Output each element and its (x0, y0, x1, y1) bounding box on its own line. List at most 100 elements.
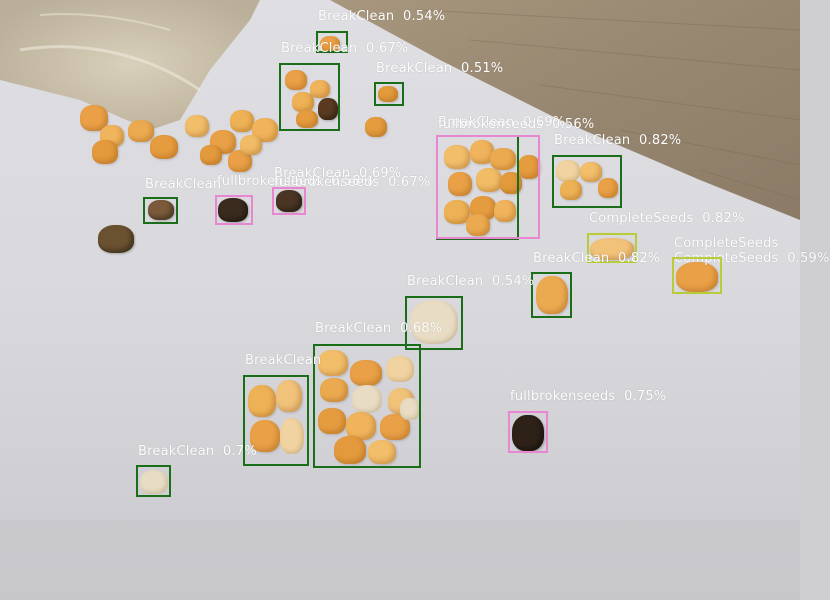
detection-label: CompleteSeeds (674, 237, 779, 250)
kernel (218, 198, 248, 222)
kernel (248, 385, 276, 417)
detection-score: 0.68% (391, 321, 443, 336)
detection-score: 0.59% (778, 251, 830, 266)
detection-box (272, 187, 306, 215)
kernel (310, 80, 330, 98)
detection-box (405, 296, 463, 350)
detection-score: 0.69% (514, 115, 566, 130)
detection-score: 0.54% (394, 9, 446, 24)
detection-class: CompleteSeeds (589, 211, 694, 226)
detection-label: fullbrokenseeds 0.58% (217, 175, 373, 188)
detection-score: 0.75% (615, 389, 667, 404)
kernel (200, 145, 222, 165)
kernel (276, 190, 302, 212)
detection-label: BreakClean 0.82% (554, 134, 681, 147)
detection-class: BreakClean (318, 9, 395, 24)
kernel (400, 398, 420, 420)
kernel (676, 262, 718, 292)
detection-box (143, 197, 178, 224)
detection-box (316, 31, 348, 53)
detection-class: BreakClean (376, 61, 453, 76)
detection-score: 0.82% (609, 251, 661, 266)
kernel (580, 162, 602, 182)
kernel (334, 436, 366, 464)
detection-label: fullbrokenseeds 0.56% (438, 118, 594, 131)
kernel (318, 350, 348, 376)
detection-box (508, 411, 548, 453)
detection-label: fullbrokenseeds 0.67% (274, 176, 430, 189)
detection-box (313, 344, 421, 468)
detection-class: fullbrokenseeds (217, 174, 323, 189)
kernel (444, 145, 470, 169)
detection-label: BreakClean 0.69% (274, 167, 401, 180)
detection-class: BreakClean (145, 177, 222, 192)
kernel (318, 98, 338, 120)
kernel (148, 200, 174, 220)
detection-class: CompleteSeeds (674, 236, 779, 251)
kernel (494, 200, 516, 222)
detection-score: 0.67% (379, 175, 431, 190)
detection-box (215, 195, 253, 225)
kernel (128, 120, 154, 142)
kernel (292, 92, 314, 112)
detection-label: BreakClean (245, 354, 321, 367)
kernel (500, 172, 522, 194)
detection-box (279, 63, 340, 131)
detection-box (552, 155, 622, 208)
detection-class: CompleteSeeds (674, 251, 779, 266)
detection-class: fullbrokenseeds (438, 117, 544, 132)
detection-box (672, 257, 722, 294)
kernel (466, 214, 490, 236)
detection-class: BreakClean (281, 41, 358, 56)
detection-label: CompleteSeeds 0.59% (674, 252, 830, 265)
detection-label: BreakClean 0.51% (376, 62, 503, 75)
detection-class: BreakClean (274, 166, 351, 181)
kernel (448, 172, 472, 196)
background-photo (0, 0, 801, 600)
kernel (240, 135, 262, 155)
detection-box (531, 272, 572, 318)
detection-box (374, 82, 404, 106)
detection-label: BreakClean (145, 178, 221, 191)
detection-class: BreakClean (438, 115, 515, 130)
detection-label: fullbrokenseeds 0.75% (510, 390, 666, 403)
detection-label: BreakClean 0.7% (138, 445, 257, 458)
kernel (250, 420, 280, 452)
kernel (556, 160, 580, 182)
detection-class: BreakClean (533, 251, 610, 266)
detection-score: 0.69% (350, 166, 402, 181)
detection-label: BreakClean 0.54% (318, 10, 445, 23)
kernel (296, 110, 318, 128)
kernel (598, 178, 618, 198)
kernel (518, 155, 540, 179)
kernel (276, 380, 302, 412)
detection-class: fullbrokenseeds (510, 389, 616, 404)
detection-class: BreakClean (554, 133, 631, 148)
detection-label: BreakClean 0.69% (438, 116, 565, 129)
kernel (476, 168, 502, 192)
kernel (320, 378, 348, 402)
kernel (352, 385, 382, 413)
kernel (92, 140, 118, 164)
kernel (365, 117, 387, 137)
kernel (228, 150, 252, 172)
kernel (185, 115, 209, 137)
kernel (230, 110, 254, 132)
kernel (386, 356, 414, 382)
kernel (150, 135, 178, 159)
detection-score: 0.7% (214, 444, 257, 459)
kernel (444, 200, 470, 224)
detection-box (136, 465, 171, 497)
kernel (320, 36, 340, 52)
kernel (346, 412, 376, 440)
kernel (536, 276, 568, 314)
detection-label: BreakClean 0.68% (315, 322, 442, 335)
detection-score: 0.51% (452, 61, 504, 76)
kernel (98, 225, 134, 253)
detection-box (243, 375, 309, 466)
detection-score: 0.56% (543, 117, 595, 132)
detection-score: 0.82% (630, 133, 682, 148)
detection-class: BreakClean (138, 444, 215, 459)
kernel (560, 180, 582, 200)
